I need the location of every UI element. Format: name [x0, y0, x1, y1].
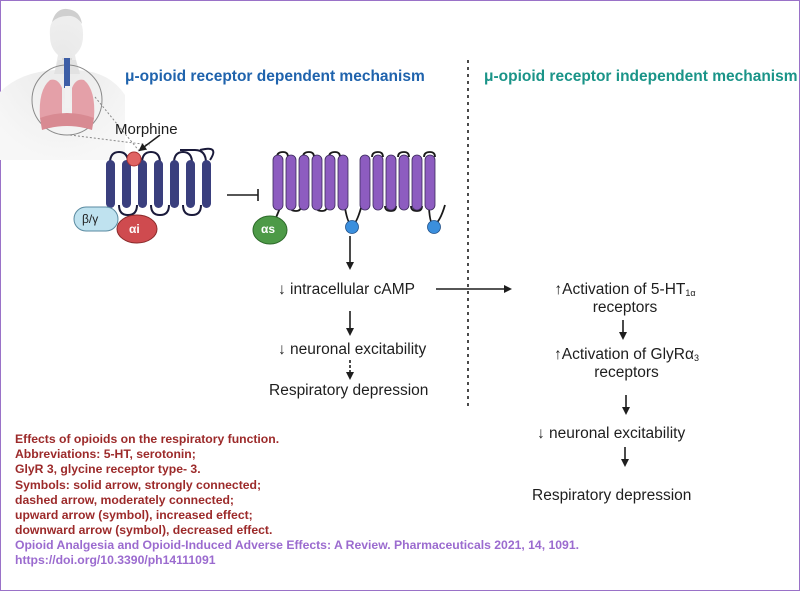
inhibition-arrow	[227, 189, 259, 201]
g-beta-gamma-subunit	[73, 206, 119, 232]
g-alpha-i-subunit	[116, 214, 158, 244]
alpha-i-label: αi	[129, 222, 140, 236]
heading-independent-mechanism: μ-opioid receptor independent mechanism	[484, 68, 798, 85]
g-alpha-s-subunit	[252, 215, 288, 245]
caption-line: upward arrow (symbol), increased effect;	[15, 508, 253, 523]
caption-line: Effects of opioids on the respiratory fu…	[15, 432, 280, 446]
glyr-activation-text: ↑Activation of GlyRα3 receptors	[539, 346, 714, 382]
left-respiratory-depression-text: Respiratory depression	[269, 382, 429, 399]
reference-doi-link[interactable]: https://doi.org/10.3390/ph14111091	[15, 553, 216, 568]
zoom-callout-lines	[69, 96, 151, 153]
right-respiratory-depression-text: Respiratory depression	[532, 487, 692, 504]
human-torso-illustration	[0, 8, 125, 160]
morphine-arrow	[138, 134, 161, 152]
caption-line: Symbols: solid arrow, strongly connected…	[15, 477, 262, 492]
glyr-receptors-text: receptors	[594, 364, 659, 381]
caption-line: GlyR 3, glycine receptor type- 3.	[15, 462, 201, 477]
adenylyl-cyclase	[272, 151, 446, 234]
right-excitability-text: ↓ neuronal excitability	[537, 425, 686, 442]
5ht1a-receptors-text: receptors	[592, 299, 658, 316]
caption-line: downward arrow (symbol), decreased effec…	[15, 523, 273, 538]
5ht1a-subscript: 1α	[685, 288, 696, 298]
left-excitability-text: ↓ neuronal excitability	[278, 341, 427, 358]
caption-line: Abbreviations: 5-HT, serotonin;	[15, 447, 196, 462]
catalytic-site-c1	[345, 220, 359, 234]
morphine-ligand	[126, 151, 142, 167]
5ht1a-activation-prefix: ↑Activation of 5-HT	[554, 281, 686, 298]
caption-line: dashed arrow, moderately connected;	[15, 492, 234, 507]
figure-caption: Effects of opioids on the respiratory fu…	[15, 432, 279, 538]
catalytic-site-c2	[427, 220, 441, 234]
5ht1a-activation-text: ↑Activation of 5-HT1α receptors	[540, 281, 710, 317]
lungs-illustration	[31, 58, 103, 136]
beta-gamma-label: β/γ	[82, 212, 99, 226]
reference-citation: Opioid Analgesia and Opioid-Induced Adve…	[15, 538, 579, 552]
alpha-s-label: αs	[261, 222, 276, 236]
camp-decrease-text: ↓ intracellular cAMP	[278, 281, 415, 298]
heading-dependent-mechanism: μ-opioid receptor dependent mechanism	[125, 68, 425, 85]
reference-block: Opioid Analgesia and Opioid-Induced Adve…	[15, 538, 579, 568]
glyr-activation-prefix: ↑Activation of GlyRα	[554, 346, 694, 363]
morphine-label: Morphine	[115, 121, 178, 138]
glyr-subscript: 3	[693, 353, 699, 363]
